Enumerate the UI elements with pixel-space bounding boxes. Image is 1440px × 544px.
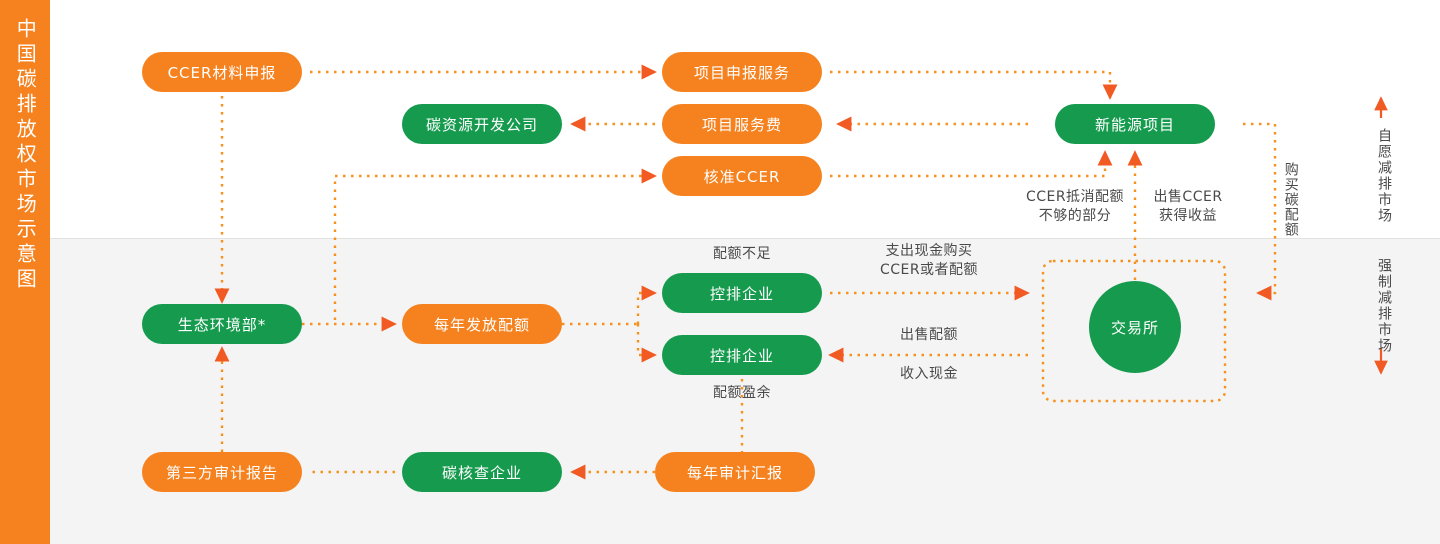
node-annual-audit-report[interactable]: 每年审计汇报: [655, 452, 815, 492]
node-label: 每年审计汇报: [686, 463, 783, 482]
wire-moee-to-approve-ccer: [333, 168, 657, 320]
node-label: 控排企业: [709, 346, 774, 365]
node-label: 碳资源开发公司: [425, 115, 538, 134]
node-label: 每年发放配额: [433, 315, 530, 334]
caption-quota-surplus: 配额盈余: [713, 385, 771, 401]
node-label: 碳核查企业: [441, 463, 522, 482]
node-label: 新能源项目: [1094, 115, 1175, 134]
sidebar-title-bar: 中国碳排放权市场示意图: [0, 0, 50, 544]
node-moee[interactable]: 生态环境部*: [142, 304, 302, 344]
caption-pay-cash-buy: 支出现金购买 CCER或者配额: [879, 243, 979, 278]
caption-quota-shortage: 配额不足: [713, 246, 771, 262]
node-project-service-fee[interactable]: 项目服务费: [662, 104, 822, 144]
caption-buy-carbon-quota: 购买碳配额: [1282, 162, 1299, 237]
wire-apply-service-to-project: [830, 70, 1118, 100]
node-label: 交易所: [1110, 318, 1159, 337]
node-carbon-verification-company[interactable]: 碳核查企业: [402, 452, 562, 492]
node-project-apply-service[interactable]: 项目申报服务: [662, 52, 822, 92]
caption-cash-income: 收入现金: [900, 366, 958, 382]
node-carbon-dev-company[interactable]: 碳资源开发公司: [402, 104, 562, 144]
node-approve-ccer[interactable]: 核准CCER: [662, 156, 822, 196]
wire-project-to-exchange-buy-quota: [1243, 122, 1277, 301]
node-third-party-audit-report[interactable]: 第三方审计报告: [142, 452, 302, 492]
label-voluntary-market: 自愿减排市场: [1376, 128, 1392, 224]
node-label: 控排企业: [709, 284, 774, 303]
node-label: 生态环境部*: [177, 315, 267, 334]
caption-sell-ccer-income: 出售CCER 获得收益: [1153, 189, 1223, 224]
wire-annual-quota-to-ent2: [636, 324, 657, 363]
node-label: 项目申报服务: [693, 63, 790, 82]
node-label: CCER材料申报: [167, 63, 277, 82]
node-annual-quota[interactable]: 每年发放配额: [402, 304, 562, 344]
label-mandatory-market: 强制减排市场: [1376, 258, 1392, 354]
node-controlled-enterprise-2[interactable]: 控排企业: [662, 335, 822, 375]
node-new-energy-project[interactable]: 新能源项目: [1055, 104, 1215, 144]
node-label: 核准CCER: [703, 167, 781, 186]
caption-ccer-offset: CCER抵消配额 不够的部分: [1025, 189, 1125, 224]
node-label: 第三方审计报告: [165, 463, 278, 482]
page-title: 中国碳排放权市场示意图: [13, 18, 38, 293]
node-ccer-material[interactable]: CCER材料申报: [142, 52, 302, 92]
wire-annual-quota-to-ent1: [636, 285, 657, 324]
node-label: 项目服务费: [701, 115, 782, 134]
node-exchange[interactable]: 交易所: [1089, 281, 1181, 373]
wire-approve-ccer-to-project: [830, 150, 1113, 178]
caption-sell-quota: 出售配额: [900, 327, 958, 343]
node-controlled-enterprise-1[interactable]: 控排企业: [662, 273, 822, 313]
